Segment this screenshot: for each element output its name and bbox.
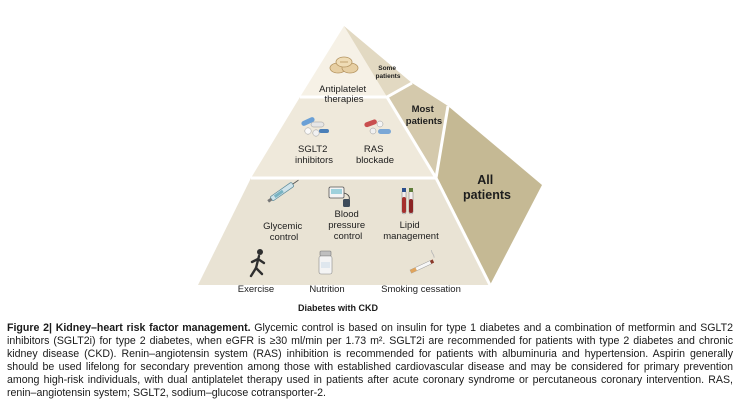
caption-body: Glycemic control is based on insulin for… bbox=[7, 322, 733, 400]
pyramid-diagram: Antiplatelet therapies Some patients SGL… bbox=[198, 26, 542, 295]
all-patients-label: All patients bbox=[463, 173, 511, 202]
antiplatelet-label: Antiplatelet therapies bbox=[319, 84, 369, 105]
pyramid-tier-mid-side bbox=[387, 83, 448, 178]
blood-pressure-label: Blood pressure control bbox=[328, 209, 368, 242]
ras-label: RAS blockade bbox=[356, 144, 394, 166]
pyramid-tier-base-side bbox=[436, 106, 542, 285]
nutrition-label: Nutrition bbox=[309, 284, 344, 295]
exercise-label: Exercise bbox=[238, 284, 274, 295]
runner-icon bbox=[249, 249, 266, 278]
glycemic-label: Glycemic control bbox=[263, 221, 305, 243]
pyramid-tier-mid-front bbox=[251, 97, 436, 178]
tablets-icon bbox=[329, 56, 359, 74]
most-patients-label: Most patients bbox=[406, 104, 442, 127]
base-label: Diabetes with CKD bbox=[297, 303, 378, 313]
caption-title: Kidney–heart risk factor management. bbox=[55, 322, 251, 334]
lipid-label: Lipid management bbox=[383, 220, 439, 242]
pills-icon bbox=[301, 117, 329, 137]
pills-icon bbox=[364, 119, 391, 135]
syringe-icon bbox=[267, 179, 299, 203]
sglt2-label: SGLT2 inhibitors bbox=[295, 144, 333, 166]
pyramid-tier-base-front bbox=[198, 178, 490, 285]
caption-label: Figure 2| bbox=[7, 322, 52, 334]
salt-shaker-icon bbox=[318, 250, 333, 275]
blood-pressure-monitor-icon bbox=[328, 186, 350, 207]
test-tubes-icon bbox=[401, 188, 414, 215]
tier-dividers bbox=[251, 81, 492, 286]
pyramid-tier-top-side bbox=[344, 26, 412, 97]
some-patients-label: Some patients bbox=[376, 65, 401, 80]
smoking-label: Smoking cessation bbox=[381, 284, 461, 295]
cigarette-icon bbox=[409, 249, 435, 274]
figure-caption: Figure 2| Kidney–heart risk factor manag… bbox=[7, 322, 733, 401]
